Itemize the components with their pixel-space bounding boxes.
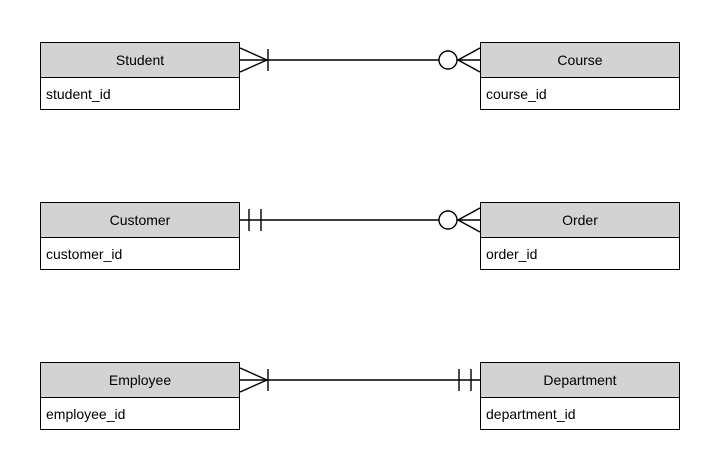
entity-department-attribute: department_id — [480, 398, 680, 430]
entity-course-name: Course — [480, 42, 680, 78]
entity-student: Student student_id — [40, 42, 240, 110]
entity-customer-name: Customer — [40, 202, 240, 238]
entity-student-name: Student — [40, 42, 240, 78]
cardinality-zero-circle-icon — [438, 50, 458, 70]
entity-department-name: Department — [480, 362, 680, 398]
entity-customer-attribute: customer_id — [40, 238, 240, 270]
crow-foot-many-icon — [239, 47, 268, 73]
crow-foot-many-icon — [457, 47, 481, 73]
entity-order: Order order_id — [480, 202, 680, 270]
crow-foot-many-icon — [239, 367, 268, 393]
connector-student-course — [239, 47, 481, 73]
entity-student-attribute: student_id — [40, 78, 240, 110]
cardinality-zero-circle-icon — [438, 210, 458, 230]
entity-order-name: Order — [480, 202, 680, 238]
entity-employee: Employee employee_id — [40, 362, 240, 430]
entity-customer: Customer customer_id — [40, 202, 240, 270]
entity-employee-name: Employee — [40, 362, 240, 398]
entity-course: Course course_id — [480, 42, 680, 110]
connector-employee-department — [239, 367, 480, 393]
entity-employee-attribute: employee_id — [40, 398, 240, 430]
entity-course-attribute: course_id — [480, 78, 680, 110]
entity-department: Department department_id — [480, 362, 680, 430]
entity-order-attribute: order_id — [480, 238, 680, 270]
crow-foot-many-icon — [457, 207, 481, 233]
connector-customer-order — [240, 207, 481, 233]
